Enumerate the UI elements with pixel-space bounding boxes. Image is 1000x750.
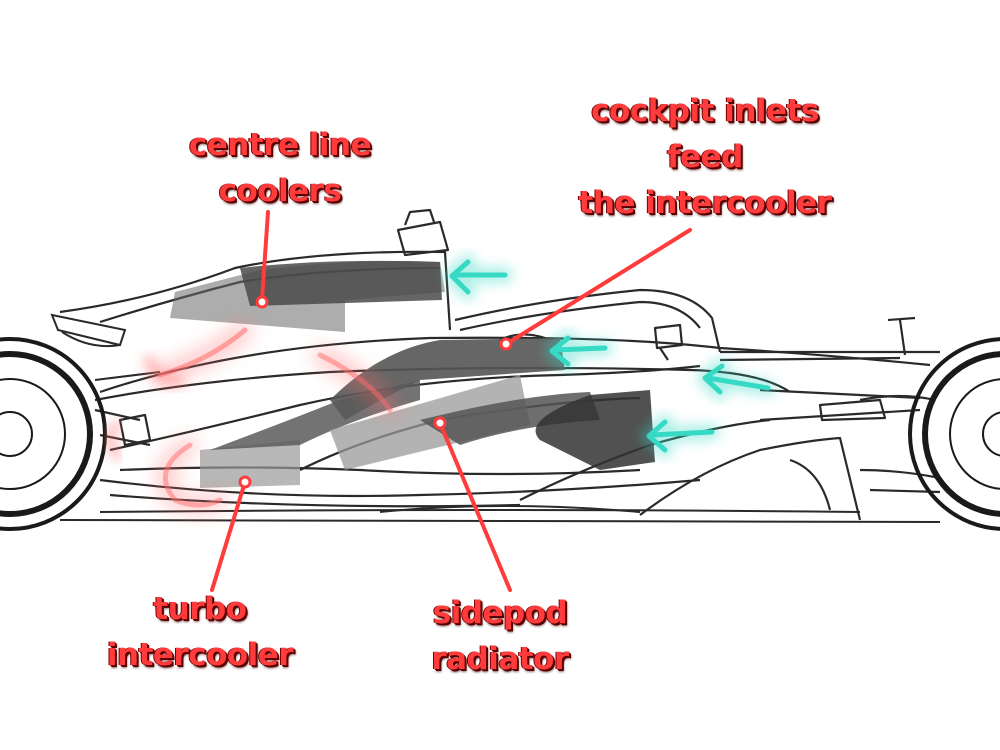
turbo-intercooler-label: turbo intercooler [100,586,300,678]
airbox-inlet-arrow [444,254,513,300]
hot-air-glow [104,323,397,512]
centre-line-coolers-label: centre line coolers [180,122,380,214]
cooler-shapes [170,260,655,488]
sidepod-radiator-inner [420,392,600,445]
turbo-intercooler-line-1: turbo [153,591,247,627]
rear-wing [50,313,161,381]
centre-line-coolers-line-2: coolers [218,173,342,209]
leader-cockpit-inlets [506,228,692,345]
leader-turbo-intercooler [210,480,247,592]
cockpit-inlets-line-2: feed [667,139,743,175]
halo-inlet-arrow [697,358,776,400]
leader-centre-line-coolers [260,210,270,302]
turbo-intercooler-box [200,440,300,488]
front-wheel [908,337,1000,531]
centre-line-coolers-line-1: centre line [188,127,372,163]
sidepod-radiator-line-1: sidepod [432,595,568,631]
airflow-arrows [444,254,776,458]
turbo-intercooler-line-2: intercooler [106,637,294,673]
intercooler-duct [210,380,420,450]
leader-sidepod-radiator [438,421,512,592]
cockpit-inlet-arrow [544,330,613,372]
cockpit-inlets-label: cockpit inlets feed the intercooler [560,88,850,226]
sidepod-inlet-arrow [641,414,720,458]
sidepod-radiator-line-2: radiator [431,641,569,677]
intercooler-cockpit [330,338,565,420]
leader-lines [210,210,692,592]
sidepod-radiator-front [535,390,655,470]
centre-line-cooler-dark [240,260,442,306]
cockpit-inlets-line-3: the intercooler [578,185,832,221]
cockpit-inlets-line-1: cockpit inlets [591,93,819,129]
rear-wheel [0,337,107,531]
sidepod-radiator-label: sidepod radiator [400,590,600,682]
